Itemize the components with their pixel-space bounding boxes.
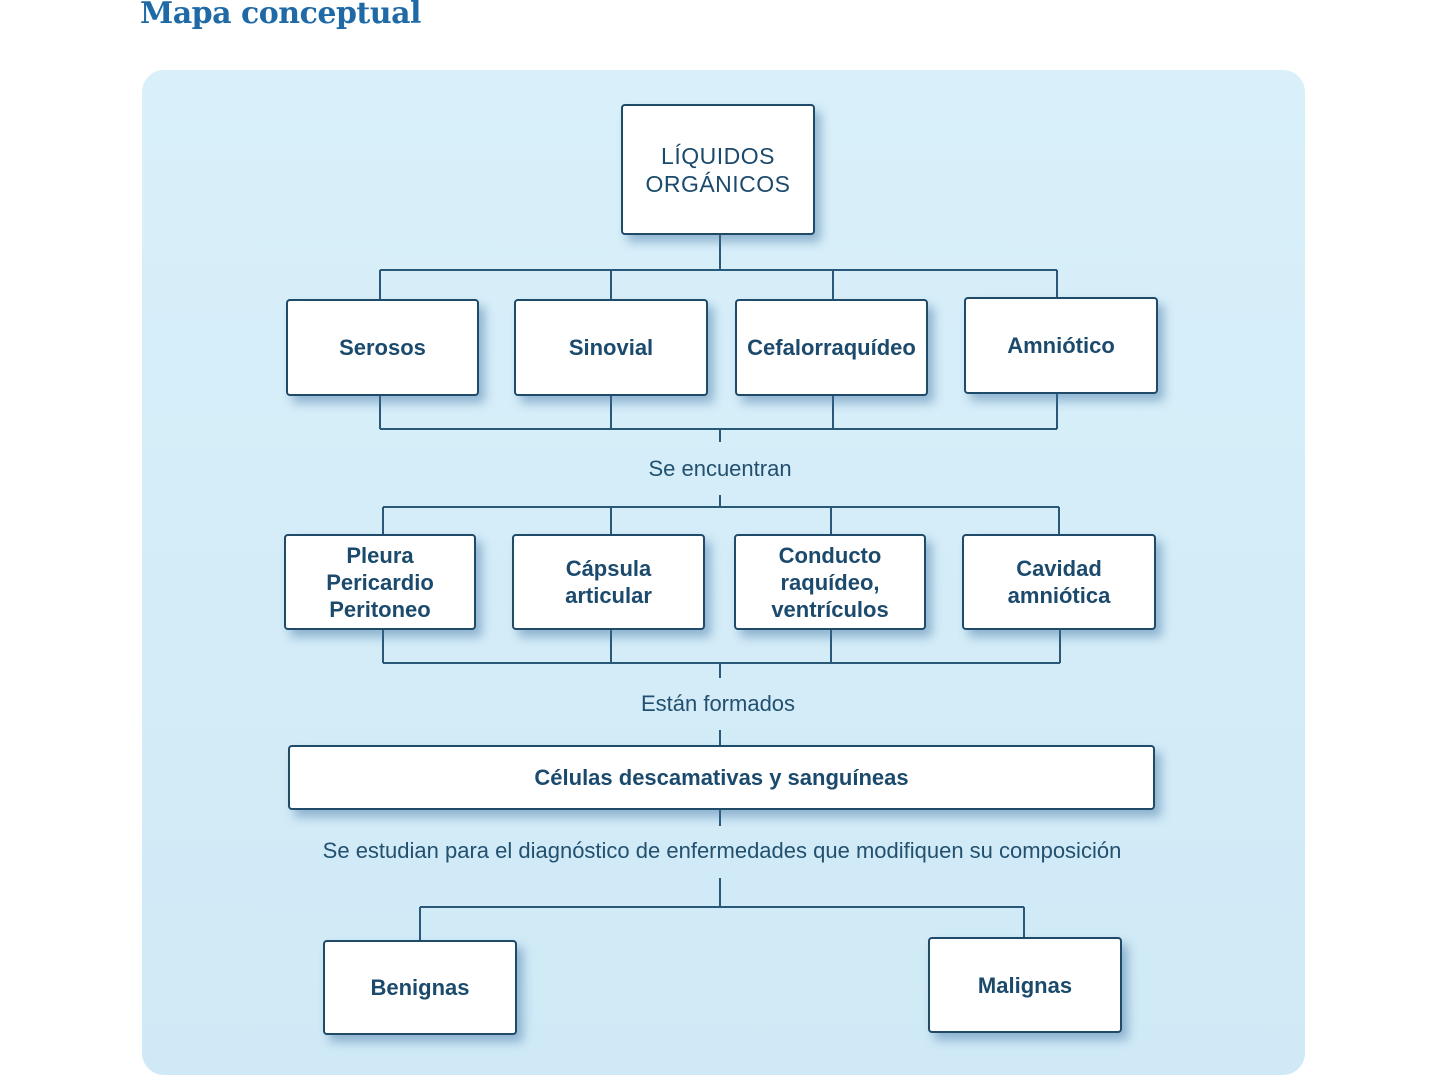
- link-label-se-encuentran: Se encuentran: [648, 456, 792, 481]
- disease-node-malignas: Malignas: [928, 937, 1122, 1033]
- location-node-cavidad: Cavidad amniótica: [962, 534, 1156, 630]
- connector-link1-locations: [382, 495, 1060, 534]
- connector-link3-diseases: [419, 878, 1025, 940]
- connector-locations-link2: [382, 630, 1061, 678]
- type-node-sinovial: Sinovial: [514, 299, 708, 396]
- link-label-diagnostico: Se estudian para el diagnóstico de enfer…: [322, 838, 1122, 863]
- location-node-serosas: Pleura Pericardio Peritoneo: [284, 534, 476, 630]
- page-title: Mapa conceptual: [140, 0, 421, 31]
- cells-node: Células descamativas y sanguíneas: [288, 745, 1155, 810]
- location-node-capsula: Cápsula articular: [512, 534, 705, 630]
- type-node-serosos: Serosos: [286, 299, 479, 396]
- location-node-conducto: Conducto raquídeo, ventrículos: [734, 534, 926, 630]
- connector-types-link1: [379, 394, 1058, 442]
- disease-node-benignas: Benignas: [323, 940, 517, 1035]
- connector-root-types: [379, 235, 1058, 299]
- link-label-estan-formados: Están formados: [640, 691, 796, 716]
- type-node-amniotico: Amniótico: [964, 297, 1158, 394]
- root-node: LÍQUIDOS ORGÁNICOS: [621, 104, 815, 235]
- type-node-cefalorraquideo: Cefalorraquídeo: [735, 299, 928, 396]
